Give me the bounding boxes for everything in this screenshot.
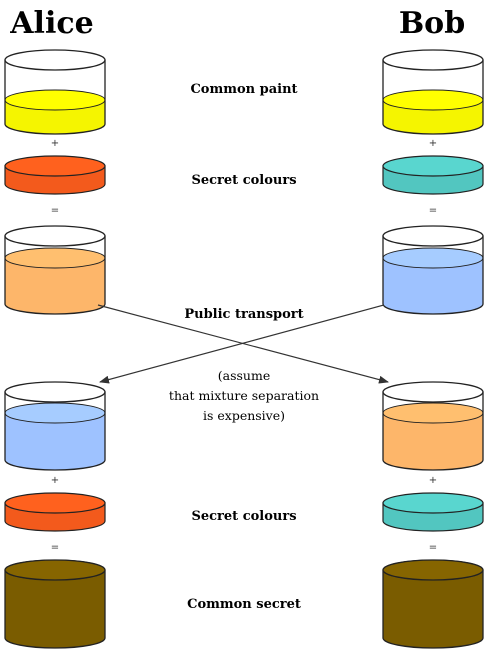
alice-received-mixture-beaker (4, 381, 106, 471)
bob-equals-1: = (429, 205, 437, 216)
bob-equals-2: = (429, 542, 437, 553)
alice-secret-colour-disc-2 (4, 492, 106, 532)
alice-plus-1: + (51, 138, 59, 149)
bob-secret-colour-disc-2 (382, 492, 484, 532)
alice-common-secret-beaker (4, 559, 106, 649)
alice-mixture-beaker (4, 225, 106, 315)
common-paint-label: Common paint (190, 82, 297, 97)
transport-arrow-bob-to-alice (99, 304, 385, 384)
alice-title: Alice (9, 6, 93, 41)
alice-common-paint-beaker (4, 49, 106, 135)
bob-title: Bob (399, 6, 465, 41)
public-transport-label: Public transport (184, 307, 303, 322)
alice-equals-1: = (51, 205, 59, 216)
secret-colours-label-2: Secret colours (191, 509, 296, 524)
bob-common-secret-beaker (382, 559, 484, 649)
note-line-2: that mixture separation (169, 388, 319, 403)
bob-secret-colour-disc (382, 155, 484, 195)
alice-equals-2: = (51, 542, 59, 553)
alice-plus-2: + (51, 475, 59, 486)
bob-plus-2: + (429, 475, 437, 486)
alice-secret-colour-disc (4, 155, 106, 195)
common-secret-label: Common secret (187, 597, 301, 612)
note-line-3: is expensive) (203, 408, 285, 423)
bob-received-mixture-beaker (382, 381, 484, 471)
bob-plus-1: + (429, 138, 437, 149)
bob-common-paint-beaker (382, 49, 484, 135)
secret-colours-label-1: Secret colours (191, 173, 296, 188)
note-line-1: (assume (218, 368, 270, 383)
bob-mixture-beaker (382, 225, 484, 315)
